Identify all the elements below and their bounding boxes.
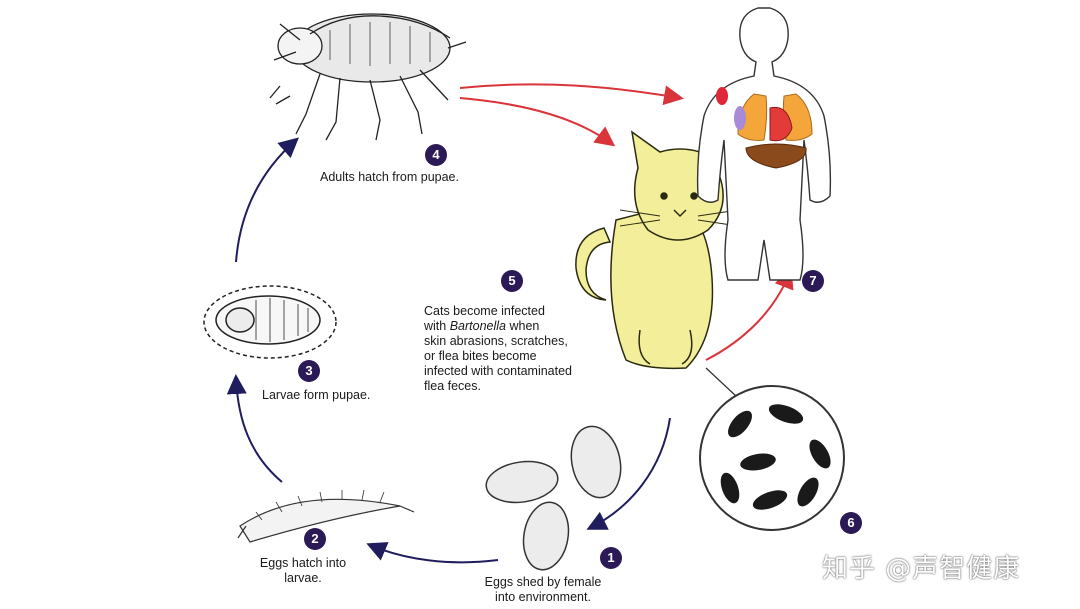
cycle-arrow-1-to-2: [366, 542, 499, 564]
infection-arrow-cat-to-human: [705, 268, 794, 361]
step-badge-2: 2: [304, 528, 326, 550]
human-torso-illustration: [696, 7, 832, 281]
watermark: 知乎 @声智健康: [822, 554, 1021, 584]
step-2-caption: Eggs hatch into larvae.: [259, 556, 347, 585]
infection-arrow-flea-to-human: [459, 83, 684, 106]
flea-eggs-illustration: [485, 425, 622, 571]
adult-flea-illustration: [269, 13, 467, 141]
cycle-arrow-3-to-4: [235, 137, 299, 263]
step-3-caption: Larvae form pupae.: [262, 388, 371, 402]
cycle-arrow-5-to-1: [586, 417, 671, 530]
step-4-caption: Adults hatch from pupae.: [320, 170, 459, 184]
step-badge-3: 3: [298, 360, 320, 382]
step-badge-4: 4: [425, 144, 447, 166]
infection-arrow-flea-to-cat: [459, 97, 616, 147]
step-5-caption: Cats become infected with Bartonella whe…: [424, 304, 573, 393]
cycle-arrow-2-to-3: [226, 374, 283, 483]
step-badge-5: 5: [501, 270, 523, 292]
larva-illustration: [237, 489, 415, 543]
pupa-illustration: [203, 285, 337, 359]
step-1-caption: Eggs shed by female into environment.: [484, 575, 602, 604]
step-badge-6: 6: [840, 512, 862, 534]
step-badge-7: 7: [802, 270, 824, 292]
bartonella-bacteria-magnified: [699, 367, 845, 531]
step-badge-1: 1: [600, 547, 622, 569]
